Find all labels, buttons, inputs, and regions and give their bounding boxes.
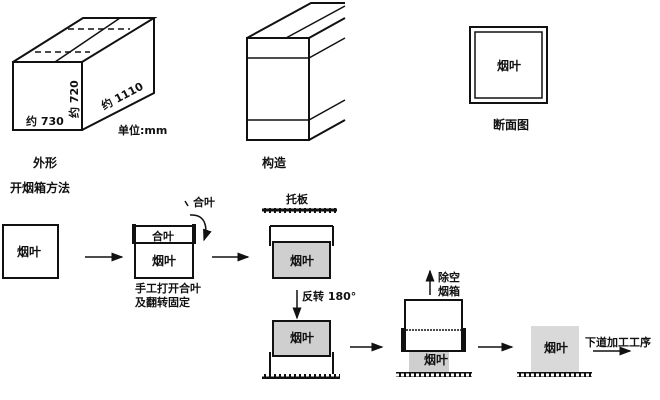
step2-content-label: 烟叶: [152, 253, 176, 268]
step2-caption-line2: 及翻转固定: [135, 295, 190, 309]
unit-label: 单位:mm: [118, 123, 167, 137]
step3-box: [262, 208, 337, 279]
step5-remove-line2: 烟箱: [438, 284, 460, 298]
tray: [517, 372, 592, 377]
step1-content-label: 烟叶: [17, 244, 41, 259]
step4-content-label: 烟叶: [290, 330, 314, 345]
height-label: 约 720: [67, 80, 81, 118]
section-content-label: 烟叶: [497, 58, 521, 73]
step6-content-label: 烟叶: [544, 340, 568, 355]
length-label: 约 1110: [99, 79, 146, 113]
section-caption: 断面图: [493, 117, 529, 132]
step2-arrow-label: 合叶: [193, 195, 215, 209]
tray: [262, 374, 340, 379]
exterior-caption: 外形: [33, 155, 57, 170]
flip-label: 反转 180°: [302, 289, 356, 303]
step5-content-label: 烟叶: [424, 352, 448, 367]
step6-box: [517, 326, 592, 377]
step4-box: [262, 320, 340, 379]
next-process-label: 下道加工工序: [585, 335, 651, 349]
tray: [396, 372, 472, 377]
step2-caption-line1: 手工打开合叶: [135, 281, 201, 295]
step5-remove-line1: 除空: [438, 270, 460, 284]
method-title: 开烟箱方法: [10, 180, 70, 195]
structure-caption: 构造: [262, 155, 287, 170]
step2-lid-label: 合叶: [152, 229, 174, 243]
step2-box: [132, 200, 212, 279]
step1-box: [2, 224, 59, 279]
step3-tray-label: 托板: [286, 192, 309, 206]
step3-content-label: 烟叶: [290, 253, 314, 268]
width-label: 约 730: [26, 114, 64, 128]
step5-box: [396, 269, 472, 377]
structure-box: [246, 2, 346, 141]
curved-arrow-icon: [189, 214, 212, 242]
cross-section: [469, 26, 548, 104]
tray: [262, 208, 337, 213]
exterior-box: [12, 17, 158, 131]
